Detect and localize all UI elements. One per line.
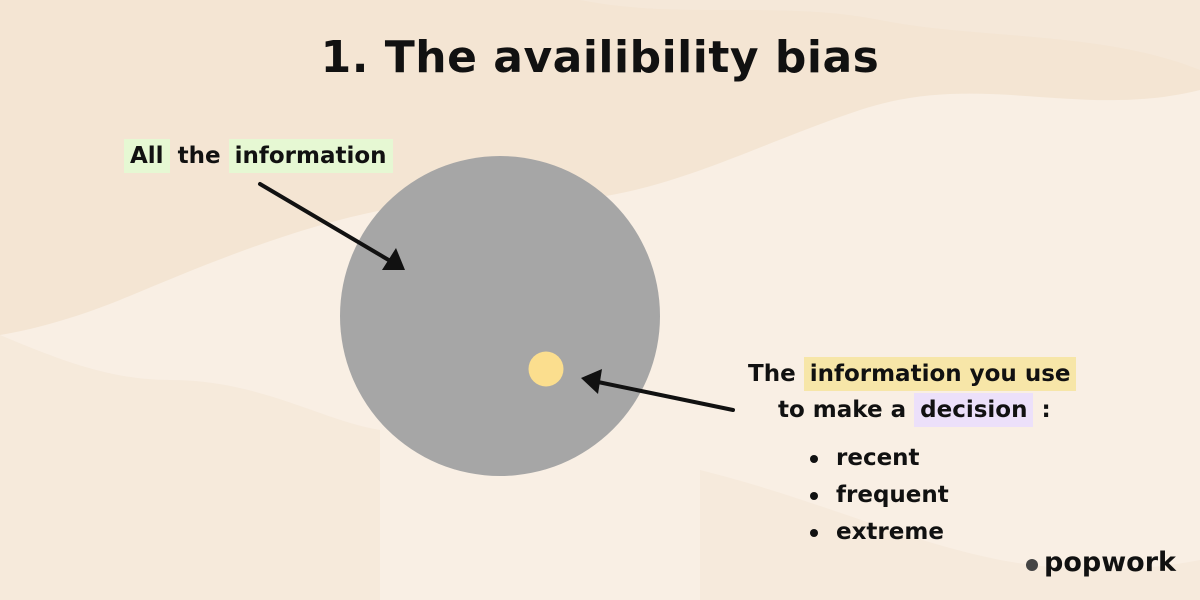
- page-title: 1. The availibility bias: [320, 32, 880, 83]
- used-label-prefix: The: [748, 361, 796, 387]
- list-item-text: extreme: [836, 519, 944, 545]
- all-highlight: All: [124, 139, 170, 173]
- used-label-middle: to make a: [778, 397, 907, 423]
- list-item-text: frequent: [836, 482, 949, 508]
- list-item: frequent: [808, 477, 949, 514]
- all-information-circle: [340, 156, 660, 476]
- list-item: recent: [808, 440, 949, 477]
- bullet-icon: [810, 529, 818, 537]
- logo-dot-icon: [1026, 558, 1039, 571]
- used-information-label-line-2: to make a decision :: [778, 392, 1051, 428]
- all-information-label: All the information: [124, 138, 393, 174]
- logo-text: popwork: [1044, 547, 1176, 578]
- information-highlight: information: [228, 139, 393, 173]
- list-item: extreme: [808, 514, 949, 551]
- used-information-circle: [528, 351, 564, 387]
- arrow-to-used-information: [581, 369, 735, 412]
- the-word: the: [177, 143, 221, 169]
- used-information-label-line-1: The information you use: [748, 356, 1077, 392]
- bullet-icon: [810, 455, 818, 463]
- popwork-logo: popwork: [1026, 547, 1176, 578]
- list-item-text: recent: [836, 445, 920, 471]
- information-you-use-highlight: information you use: [803, 357, 1077, 391]
- used-label-colon: :: [1041, 397, 1051, 423]
- decision-highlight: decision: [914, 393, 1034, 427]
- characteristics-list: recent frequent extreme: [808, 440, 949, 551]
- bullet-icon: [810, 492, 818, 500]
- arrow-to-all-information: [258, 182, 405, 270]
